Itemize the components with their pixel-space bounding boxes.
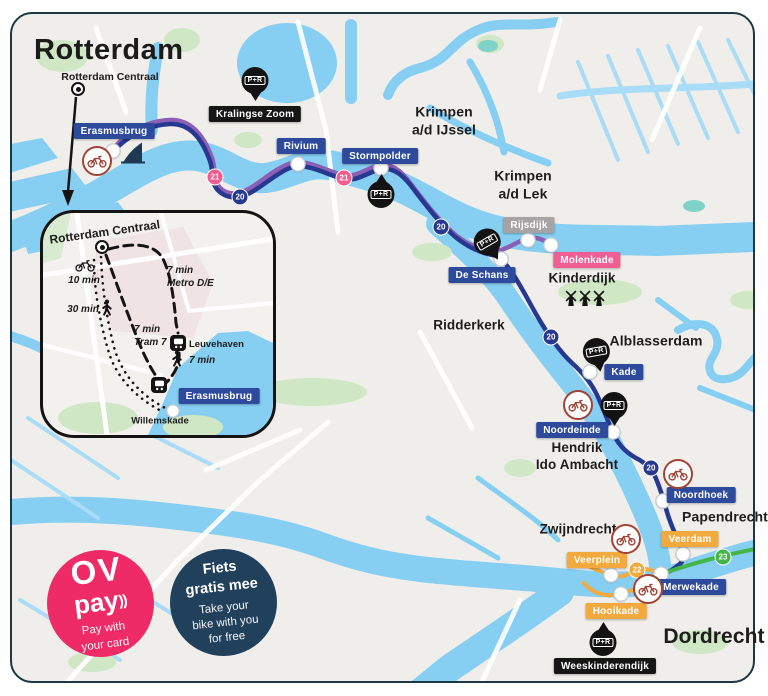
line-badge-21: 21 [206, 168, 224, 186]
inset-metro-line [107, 243, 181, 384]
bike-free-subtitle: Take your bike with you for free [191, 599, 260, 646]
city-krimpen-lek: Krimpen a/d Lek [494, 167, 552, 202]
pr-icon: P+R [370, 190, 392, 199]
stop-dot-hooikade [614, 587, 628, 601]
inset-leuvehaven-label: Leuvehaven [189, 339, 244, 350]
inset-walk-line [99, 255, 169, 411]
tram-icon [170, 335, 186, 351]
inset-bike-time: 10 min [68, 274, 100, 286]
pr-pin-weeskinderendijk: P+R [589, 622, 617, 656]
stop-label-molenkade: Molenkade [553, 252, 621, 268]
stop-dot-de-schans [494, 252, 508, 266]
stop-label-hooikade: Hooikade [585, 603, 647, 619]
city-kinderdijk: Kinderdijk [548, 270, 616, 286]
pr-icon: P+R [603, 401, 625, 410]
bike-icon [82, 146, 112, 176]
pr-icon: P+R [592, 638, 614, 647]
stop-dot-rivium [291, 157, 305, 171]
stop-label-noordeinde: Noordeinde [536, 422, 608, 438]
stop-label-kralingse-zoom: Kralingse Zoom [208, 106, 302, 122]
bike-free-title: Fiets gratis mee [184, 558, 259, 599]
pr-pin-stormpolder: P+R [367, 174, 395, 208]
line-badge-20: 20 [432, 218, 450, 236]
inset-walk-time-short: 7 min [189, 355, 216, 366]
windmill-icons [565, 290, 605, 306]
bike-icon [563, 390, 593, 420]
stop-label-rijsdijk: Rijsdijk [503, 217, 555, 233]
contactless-waves-icon: )) [117, 591, 128, 610]
inset-bike-icon [74, 259, 96, 277]
inset-walk-time-long: 30 min [67, 303, 99, 315]
arrow-to-inset [61, 96, 77, 206]
inset-willemskade-label: Willemskade [131, 415, 189, 427]
pr-icon: P+R [244, 76, 266, 85]
inset-tram-line [104, 253, 158, 378]
stop-dot-stormpolder [374, 161, 388, 175]
city-krimpen-ijssel: Krimpen a/d IJssel [411, 103, 477, 138]
pr-pin-kralingse-zoom: P+R [241, 67, 269, 101]
inset-erasmusbrug-label: Erasmusbrug [178, 388, 260, 404]
ovpay-logo-pay: pay [72, 584, 121, 621]
bike-icon [611, 524, 641, 554]
bike-icon [663, 459, 693, 489]
bike-free-badge: Fiets gratis mee Take your bike with you… [170, 549, 277, 656]
stop-label-rivium: Rivium [276, 138, 326, 154]
inset-station-pin-icon [95, 240, 109, 254]
pr-icon: P+R [585, 345, 608, 358]
line-badge-23: 23 [714, 548, 732, 566]
inset-willemskade-stop [167, 405, 179, 417]
stop-dot-veerplein [604, 568, 618, 582]
stop-dot-noordhoek [656, 494, 670, 508]
windmill-icon [579, 290, 591, 306]
line-badge-20: 20 [642, 459, 660, 477]
map-title: Rotterdam [34, 34, 184, 66]
stop-label-de-schans: De Schans [448, 267, 516, 283]
station-label: Rotterdam Centraal [61, 71, 159, 83]
walker-icon [171, 350, 184, 372]
ovpay-badge: OV pay)) Pay with your card [47, 549, 154, 657]
stop-dot-veerdam [676, 547, 690, 561]
stop-dot-noordeinde [606, 425, 620, 439]
stop-label-kade: Kade [604, 364, 644, 380]
bike-icon [633, 574, 663, 604]
line-badge-20: 20 [542, 328, 560, 346]
line-badge-21: 21 [335, 169, 353, 187]
stop-label-noordhoek: Noordhoek [666, 487, 736, 503]
pr-pin-kade: P+R [580, 335, 613, 374]
stop-label-veerplein: Veerplein [566, 552, 628, 568]
stop-dot-rijsdijk [521, 233, 535, 247]
windmill-icon [565, 290, 577, 306]
city-zwijndrecht: Zwijndrecht [539, 521, 617, 537]
city-papendrecht: Papendrecht [682, 508, 768, 525]
tram-icon [151, 377, 167, 393]
inset-tram-label: 7 min Tram 7 [134, 324, 167, 348]
inset-map: Rotterdam Centraal 10 min 30 min 7 min M… [40, 210, 276, 438]
stop-label-weeskinderendijk: Weeskinderendijk [553, 658, 657, 674]
pr-pin-noordeinde: P+R [600, 392, 628, 426]
inset-background [43, 213, 273, 435]
ovpay-subtitle: Pay with your card [80, 620, 131, 654]
inset-metro-label: 7 min Metro D/E [167, 265, 214, 289]
stop-label-merwekade: Merwekade [656, 579, 726, 595]
stop-dot-kade [583, 365, 597, 379]
line-badge-20: 20 [231, 188, 249, 206]
city-hendrik-ido-ambacht: Hendrik Ido Ambacht [535, 440, 619, 472]
station-pin-icon [71, 82, 85, 96]
stop-label-stormpolder: Stormpolder [342, 148, 418, 164]
stop-dot-molenkade [544, 238, 558, 252]
city-ridderkerk: Ridderkerk [433, 317, 505, 333]
stop-label-erasmusbrug: Erasmusbrug [73, 123, 155, 139]
erasmusbrug-bridge-icon [118, 140, 148, 171]
inset-walk-line [92, 258, 165, 414]
windmill-icon [593, 290, 605, 306]
city-dordrecht: Dordrecht [663, 624, 765, 648]
walker-icon [101, 299, 114, 321]
city-alblasserdam: Alblasserdam [609, 332, 703, 349]
stop-label-veerdam: Veerdam [661, 531, 719, 547]
